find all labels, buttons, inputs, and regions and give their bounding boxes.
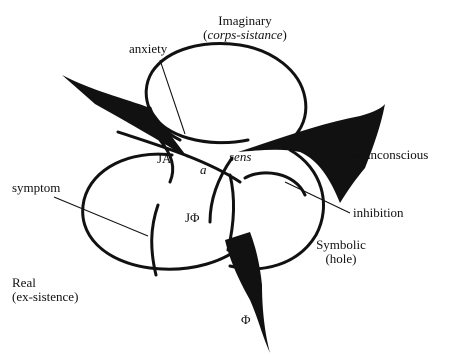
label-symbolic-name: Symbolic: [306, 238, 376, 252]
label-symbolic: Symbolic (hole): [306, 238, 376, 266]
label-unconscious: unconscious: [364, 148, 428, 162]
label-real-name: Real: [12, 276, 78, 290]
label-inhibition: inhibition: [353, 206, 404, 220]
label-jouissance-other: JĀ: [157, 152, 171, 166]
label-symptom: symptom: [12, 181, 60, 195]
label-imaginary-name: Imaginary: [175, 14, 315, 28]
symbolic-ring-inner: [245, 173, 305, 195]
label-anxiety: anxiety: [129, 42, 167, 56]
field-phi-wedge: [225, 232, 270, 353]
label-phi: Φ: [241, 313, 251, 327]
label-sens: sens: [229, 150, 251, 164]
label-imaginary-close-paren: ): [283, 27, 287, 42]
leader-symptom: [54, 197, 148, 236]
label-imaginary-sub: (corps-sistance): [175, 28, 315, 42]
label-imaginary-sub-text: corps-sistance: [207, 27, 282, 42]
label-imaginary: Imaginary (corps-sistance): [175, 14, 315, 42]
label-object-a: a: [200, 163, 207, 177]
label-real-sub: (ex-sistence): [12, 290, 78, 304]
leader-anxiety: [160, 60, 185, 134]
label-phallic-jouissance: JΦ: [185, 211, 200, 225]
label-real: Real (ex-sistence): [12, 276, 78, 304]
arc-d: [152, 205, 158, 275]
label-symbolic-sub: (hole): [306, 252, 376, 266]
field-unconscious-wedge: [238, 104, 385, 203]
